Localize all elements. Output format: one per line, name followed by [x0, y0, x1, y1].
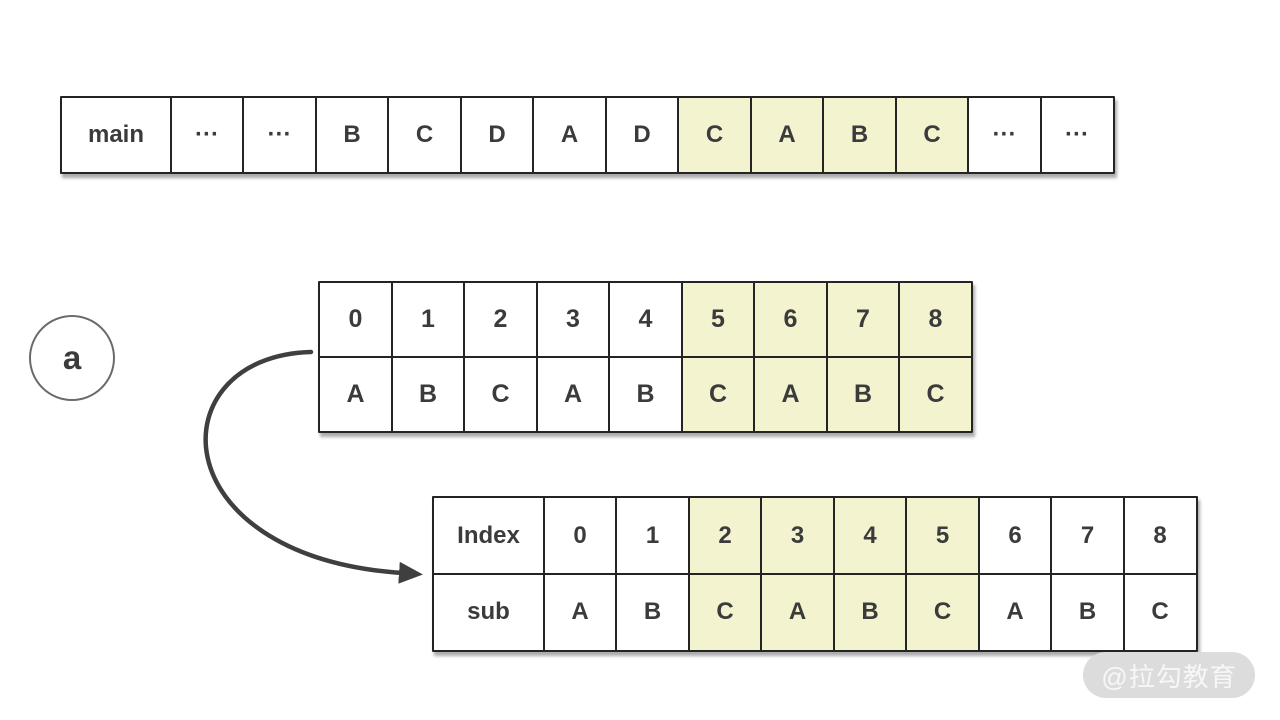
table-cell: ···: [242, 96, 317, 174]
table-cell: 8: [1122, 496, 1198, 575]
table-cell: 5: [680, 281, 756, 358]
table-cell: C: [463, 355, 538, 433]
table-cell: D: [604, 96, 680, 174]
table-cell: C: [680, 355, 756, 433]
table-cell: C: [677, 96, 752, 174]
table-cell: C: [894, 96, 970, 174]
table-cell: 3: [760, 496, 835, 575]
table-cell: 2: [687, 496, 763, 575]
table-cell: B: [390, 355, 466, 433]
table-cell: 4: [832, 496, 908, 575]
label-a-badge: a: [29, 315, 115, 401]
table-cell: A: [760, 572, 835, 652]
table-cell: ···: [1039, 96, 1115, 174]
table-cell: A: [318, 355, 393, 433]
table-cell: 1: [390, 281, 466, 358]
table-cell: B: [825, 355, 901, 433]
watermark-text: @拉勾教育: [1101, 661, 1237, 692]
table-cell: B: [822, 96, 897, 174]
table-cell: A: [749, 96, 825, 174]
table-cell: A: [532, 96, 607, 174]
table-cell: 4: [608, 281, 683, 358]
table-cell: ···: [967, 96, 1042, 174]
table-cell: B: [314, 96, 390, 174]
table-cell: 7: [825, 281, 901, 358]
table-cell: C: [687, 572, 763, 652]
header-cell: Index: [432, 496, 545, 575]
watermark-badge: @拉勾教育: [1083, 652, 1255, 698]
table-cell: A: [753, 355, 828, 433]
table-cell: B: [832, 572, 908, 652]
table-cell: 1: [615, 496, 690, 575]
table-cell: 8: [898, 281, 973, 358]
table-cell: C: [898, 355, 973, 433]
table-cell: 6: [977, 496, 1053, 575]
table-cell: A: [542, 572, 618, 652]
table-cell: A: [535, 355, 611, 433]
table-cell: 6: [753, 281, 828, 358]
table-cell: C: [905, 572, 980, 652]
table-cell: ···: [169, 96, 245, 174]
table-cell: 3: [535, 281, 611, 358]
table-cell: 7: [1050, 496, 1125, 575]
table-cell: A: [977, 572, 1053, 652]
table-cell: B: [608, 355, 683, 433]
header-cell: main: [60, 96, 172, 174]
table-cell: C: [1122, 572, 1198, 652]
table-cell: 5: [905, 496, 980, 575]
table-cell: B: [1050, 572, 1125, 652]
table-cell: 0: [542, 496, 618, 575]
label-a-text: a: [62, 339, 82, 376]
table-cell: 2: [463, 281, 538, 358]
table-cell: 0: [318, 281, 393, 358]
header-cell: sub: [432, 572, 545, 652]
table-cell: C: [387, 96, 462, 174]
table-cell: D: [459, 96, 535, 174]
table-cell: B: [615, 572, 690, 652]
